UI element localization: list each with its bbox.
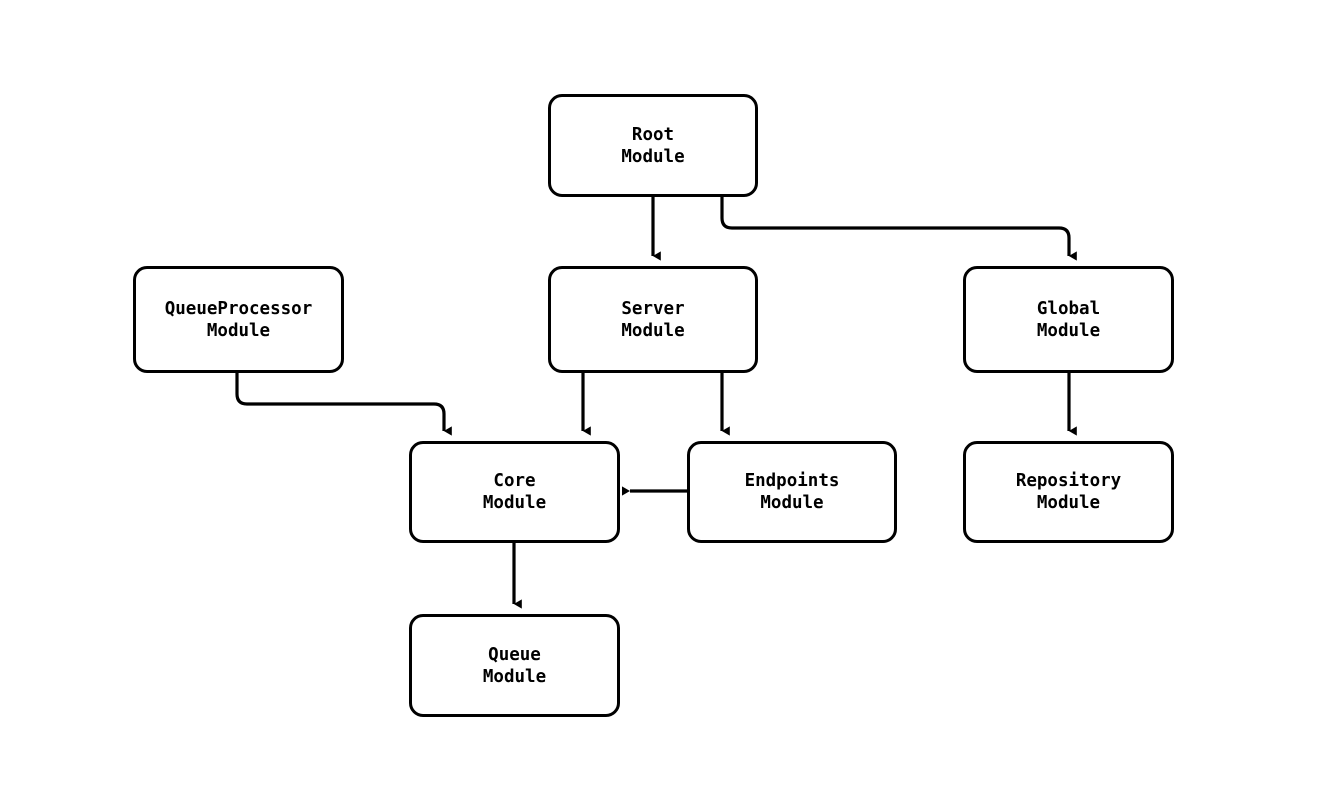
edge-queueprocessor-to-core xyxy=(235,373,452,436)
node-repository-module[interactable]: Repository Module xyxy=(963,441,1174,543)
node-global-module[interactable]: Global Module xyxy=(963,266,1174,373)
node-root-module-label: Root Module xyxy=(621,124,685,167)
node-root-module[interactable]: Root Module xyxy=(548,94,758,197)
node-endpoints-module-label: Endpoints Module xyxy=(744,471,840,513)
node-server-module[interactable]: Server Module xyxy=(548,266,758,373)
node-global-module-label: Global Module xyxy=(1036,298,1101,341)
node-core-module-label: Core Module xyxy=(482,471,547,513)
node-core-module[interactable]: Core Module xyxy=(409,441,620,543)
node-queue-module[interactable]: Queue Module xyxy=(409,614,620,717)
node-server-module-label: Server Module xyxy=(621,298,685,341)
node-queueprocessor-module-label: QueueProcessor Module xyxy=(164,298,313,341)
edge-root-to-global xyxy=(720,197,1077,261)
node-queue-module-label: Queue Module xyxy=(482,644,547,687)
node-repository-module-label: Repository Module xyxy=(1015,471,1122,513)
node-queueprocessor-module[interactable]: QueueProcessor Module xyxy=(133,266,344,373)
node-endpoints-module[interactable]: Endpoints Module xyxy=(687,441,897,543)
